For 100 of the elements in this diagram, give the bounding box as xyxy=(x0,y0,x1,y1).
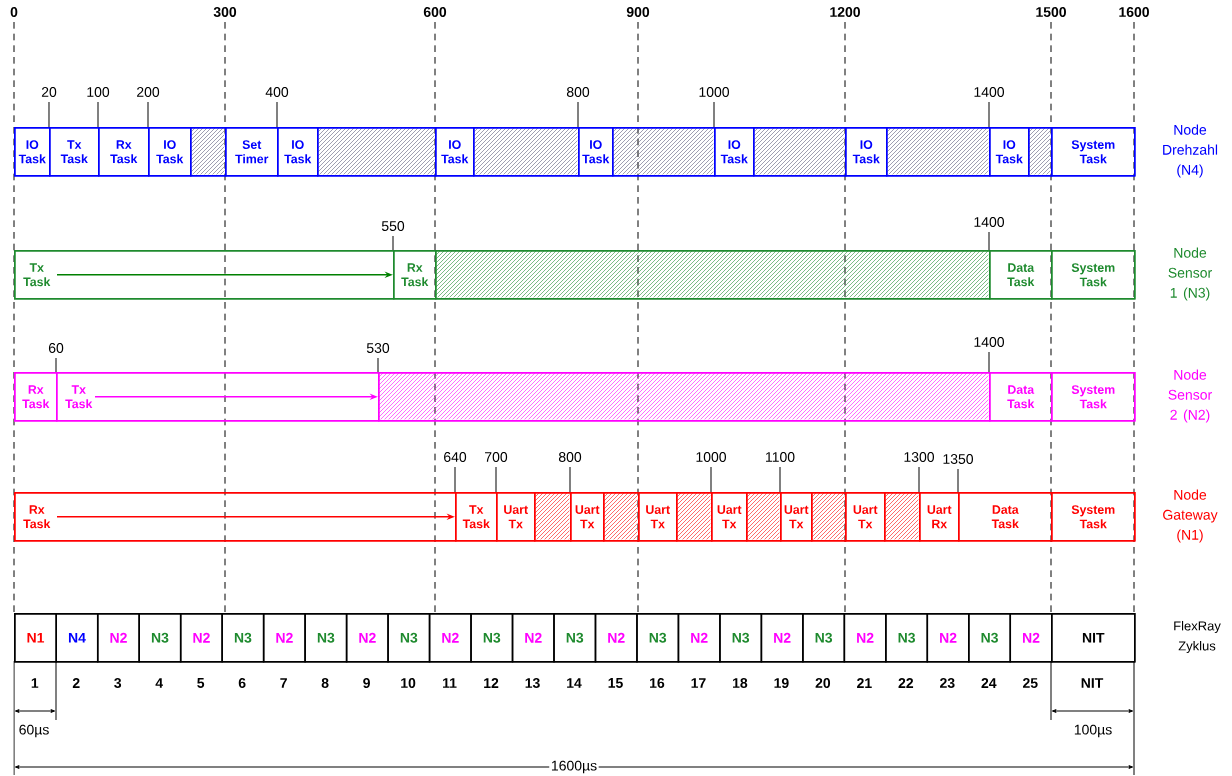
slot-number: 19 xyxy=(774,678,789,688)
slot-number: 7 xyxy=(280,678,287,688)
time-label: 100 xyxy=(87,87,110,97)
slot-number: 6 xyxy=(238,678,246,688)
axis-label: 600 xyxy=(423,7,447,17)
task-box: IO Task xyxy=(435,127,475,177)
task-box: Uart Rx xyxy=(919,492,960,542)
task-box: IO Task xyxy=(14,127,51,177)
slot-cell: N2 xyxy=(262,613,306,663)
task-box: Uart Tx xyxy=(638,492,678,542)
slot-number: 9 xyxy=(363,678,370,688)
task-box: System Task xyxy=(1051,492,1136,542)
slot-cell: N2 xyxy=(760,613,804,663)
row-label: Node Gateway (N1) xyxy=(1163,489,1218,543)
slot-number: 1 xyxy=(31,678,39,688)
time-label: 60 xyxy=(48,343,64,353)
row-label: Node Sensor 2 (N2) xyxy=(1168,369,1212,423)
slot-cell: N2 xyxy=(926,613,970,663)
task-box: IO Task xyxy=(989,127,1030,177)
task-box: Uart Tx xyxy=(711,492,748,542)
slot-number: 11 xyxy=(443,678,457,688)
slot-number: 3 xyxy=(114,678,122,688)
axis-label: 1200 xyxy=(830,7,860,17)
idle-block xyxy=(603,492,640,542)
idle-block xyxy=(676,492,713,542)
idle-block xyxy=(746,492,782,542)
slot-cell: N2 xyxy=(345,613,389,663)
time-label: 800 xyxy=(558,452,582,462)
time-label: 1300 xyxy=(904,452,934,462)
task-box: Uart Tx xyxy=(570,492,605,542)
time-label: 1400 xyxy=(974,337,1004,347)
task-box: Data Task xyxy=(989,250,1053,300)
slot-number: 24 xyxy=(981,678,997,688)
task-box: Data Task xyxy=(958,492,1053,542)
time-label: 20 xyxy=(41,87,57,97)
slot-cell: N2 xyxy=(677,613,721,663)
time-label: 1350 xyxy=(943,454,973,464)
idle-block xyxy=(473,127,580,177)
slot-number: 4 xyxy=(155,678,163,688)
slot-number: 22 xyxy=(898,678,914,688)
task-box: Rx Task xyxy=(14,492,457,542)
slot-number: 2 xyxy=(72,678,80,688)
slot-number: 21 xyxy=(857,678,872,688)
time-label: 530 xyxy=(366,343,390,353)
slot-cell: N2 xyxy=(1009,613,1053,663)
slot-cell: N3 xyxy=(636,613,680,663)
task-box: Tx Task xyxy=(14,250,395,300)
task-box: Data Task xyxy=(989,372,1053,422)
task-box: IO Task xyxy=(578,127,614,177)
axis-label: 300 xyxy=(213,7,237,17)
task-box: System Task xyxy=(1051,250,1136,300)
slot-cell: N3 xyxy=(221,613,265,663)
slot-cell: N1 xyxy=(14,613,57,663)
slot-cell: NIT xyxy=(1051,613,1136,663)
slot-cell: N3 xyxy=(470,613,514,663)
task-box: IO Task xyxy=(714,127,755,177)
idle-block xyxy=(435,250,991,300)
slot-number: 20 xyxy=(815,678,831,688)
time-label: 1400 xyxy=(974,217,1004,227)
task-box: System Task xyxy=(1051,127,1136,177)
time-label: 1400 xyxy=(974,87,1004,97)
slot-number: 15 xyxy=(608,678,623,688)
slot-number: 13 xyxy=(525,678,540,688)
slot-number: 18 xyxy=(733,678,748,688)
idle-block xyxy=(534,492,572,542)
slot-cell: N3 xyxy=(304,613,348,663)
task-box: Rx Task xyxy=(393,250,437,300)
idle-block xyxy=(612,127,716,177)
dimension-label: 1600µs xyxy=(549,759,599,775)
slot-number: 10 xyxy=(401,678,416,688)
task-box: Tx Task xyxy=(56,372,380,422)
time-label: 550 xyxy=(381,221,405,231)
idle-block xyxy=(317,127,437,177)
dimension-label: 100µs xyxy=(1074,724,1112,738)
task-box: System Task xyxy=(1051,372,1136,422)
task-box: Uart Tx xyxy=(780,492,813,542)
time-label: 400 xyxy=(265,87,289,97)
task-box: IO Task xyxy=(148,127,192,177)
slot-number: 14 xyxy=(567,678,582,688)
idle-block xyxy=(811,492,847,542)
idle-block xyxy=(190,127,227,177)
dimension-label: 60µs xyxy=(19,724,49,738)
slot-cell: N3 xyxy=(719,613,763,663)
idle-block xyxy=(753,127,847,177)
slot-number: NIT xyxy=(1081,678,1104,688)
slot-number: 8 xyxy=(321,678,329,688)
slot-cell: N3 xyxy=(387,613,431,663)
time-label: 200 xyxy=(137,87,160,97)
slot-cell: N2 xyxy=(96,613,140,663)
slot-cell: N3 xyxy=(138,613,182,663)
axis-label: 0 xyxy=(10,7,18,17)
time-label: 700 xyxy=(485,452,508,462)
slot-cell: N2 xyxy=(428,613,472,663)
row-label: FlexRay Zyklus xyxy=(1174,620,1221,654)
row-label: Node Drehzahl (N4) xyxy=(1163,124,1218,178)
time-label: 1000 xyxy=(699,87,729,97)
slot-cell: N2 xyxy=(843,613,887,663)
task-box: Set Timer xyxy=(225,127,279,177)
idle-block xyxy=(884,492,921,542)
slot-cell: N2 xyxy=(594,613,638,663)
